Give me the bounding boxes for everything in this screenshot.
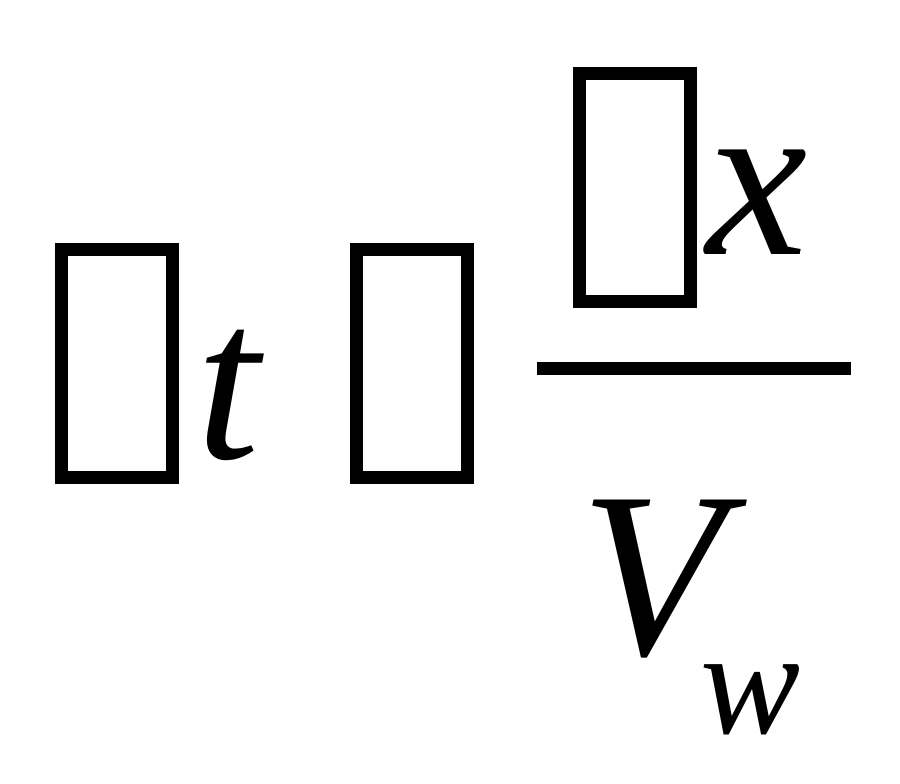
fraction-bar <box>537 362 851 375</box>
denominator-variable-v: V <box>580 445 725 706</box>
numerator-variable-x: x <box>706 52 808 304</box>
lhs-variable-t: t <box>196 256 260 508</box>
missing-glyph-delta-numerator <box>573 67 697 308</box>
denominator-subscript-w: w <box>700 600 801 766</box>
missing-glyph-delta-lhs <box>55 243 179 484</box>
missing-glyph-relation <box>350 243 474 484</box>
